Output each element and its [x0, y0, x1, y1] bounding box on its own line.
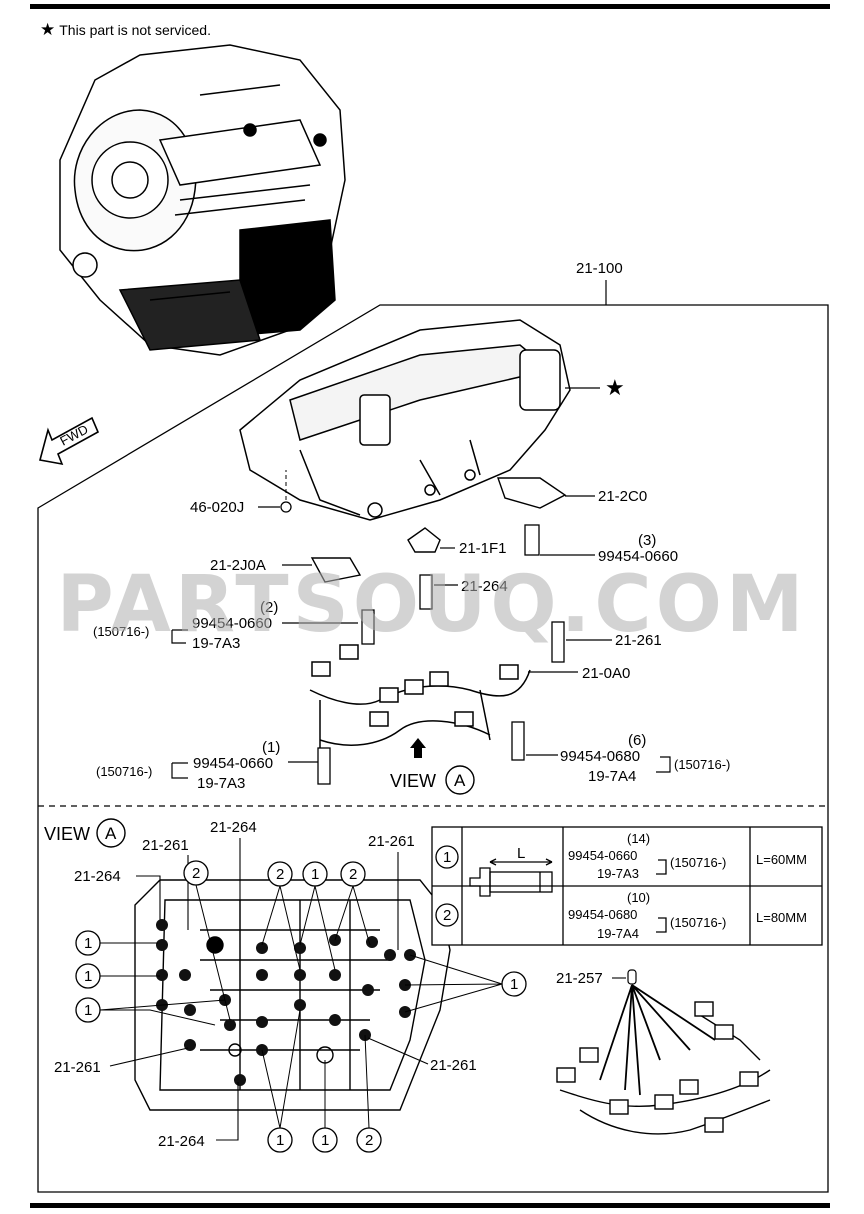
- circle-2-c: 2: [349, 866, 357, 883]
- leader-lines: [99, 884, 503, 1129]
- control-valve-body: [239, 319, 571, 521]
- callout-21-261: 21-261: [615, 632, 662, 649]
- circle-1-f: 1: [276, 1132, 284, 1149]
- ref-19-7a3-a: 19-7A3: [192, 635, 240, 652]
- view-a-21-257: 21-257: [556, 970, 603, 987]
- ref-19-7a4-a: 19-7A4: [588, 768, 636, 785]
- circle-1-d: 1: [311, 866, 319, 883]
- view-a-21-261-c: 21-261: [54, 1059, 101, 1076]
- callout-21-264: 21-264: [461, 578, 508, 595]
- circle-1-g: 1: [321, 1132, 329, 1149]
- circled-1-markers: [75, 861, 527, 1153]
- length-symbol: L: [517, 845, 525, 862]
- star-marker: ★: [605, 375, 625, 400]
- table-length-2: L=80MM: [756, 910, 807, 925]
- callout-21-2c0: 21-2C0: [598, 488, 647, 505]
- table-ref-2: 19-7A4: [597, 926, 639, 941]
- valve-body-bottom: [134, 879, 451, 1111]
- view-a-letter: A: [454, 771, 466, 790]
- circle-2-d: 2: [365, 1132, 373, 1149]
- circle-1-a: 1: [84, 935, 92, 952]
- view-a-label: VIEW: [390, 771, 436, 791]
- date-1: (150716-): [96, 764, 152, 779]
- table-key-2: 2: [443, 907, 451, 924]
- view-a-title-letter: A: [105, 824, 117, 843]
- ref-19-7a3-b: 19-7A3: [197, 775, 245, 792]
- table-ref-1: 19-7A3: [597, 866, 639, 881]
- view-a-21-264-c: 21-264: [158, 1133, 205, 1150]
- table-date-2: (150716-): [670, 915, 726, 930]
- circle-2-b: 2: [276, 866, 284, 883]
- circle-1-b: 1: [84, 968, 92, 985]
- callout-21-100: 21-100: [576, 260, 623, 277]
- fwd-arrow: FWD: [39, 416, 100, 466]
- table-key-1: 1: [443, 849, 451, 866]
- date-6: (150716-): [674, 757, 730, 772]
- wiring-harness: [309, 644, 531, 760]
- not-serviced-note: ★This part is not serviced.: [40, 20, 211, 40]
- callout-46-020j: 46-020J: [190, 499, 244, 516]
- star-icon: ★: [40, 20, 56, 39]
- table-qty-2: (10): [627, 890, 650, 905]
- view-a-21-261-b: 21-261: [368, 833, 415, 850]
- view-arrow: [410, 738, 426, 758]
- note-text: This part is not serviced.: [59, 22, 211, 38]
- view-a-21-261-a: 21-261: [142, 837, 189, 854]
- qty-6: (6): [628, 732, 646, 749]
- callout-99454-0680-a: 99454-0680: [560, 748, 640, 765]
- circled-2-markers: [183, 860, 382, 1153]
- qty-2: (2): [260, 599, 278, 616]
- qty-1: (1): [262, 739, 280, 756]
- assembly-frame: [37, 304, 829, 1193]
- bolt-spec-table: [431, 826, 823, 946]
- callout-99454-0660-a: 99454-0660: [598, 548, 678, 565]
- qty-3: (3): [638, 532, 656, 549]
- transmission-illustration: [59, 44, 346, 356]
- view-a-21-261-d: 21-261: [430, 1057, 477, 1074]
- date-2: (150716-): [93, 624, 149, 639]
- callout-21-1f1: 21-1F1: [459, 540, 507, 557]
- top-rule: [30, 4, 830, 9]
- table-part-1: 99454-0660: [568, 848, 637, 863]
- table-part-2: 99454-0680: [568, 907, 637, 922]
- callout-99454-0660-b: 99454-0660: [192, 615, 272, 632]
- callout-99454-0660-c: 99454-0660: [193, 755, 273, 772]
- table-date-1: (150716-): [670, 855, 726, 870]
- view-a-21-264-a: 21-264: [210, 819, 257, 836]
- callout-21-0a0: 21-0A0: [582, 665, 630, 682]
- circle-2-a: 2: [192, 865, 200, 882]
- view-a-title: VIEW: [44, 824, 90, 844]
- harness-21-257: [556, 984, 771, 1135]
- table-qty-1: (14): [627, 831, 650, 846]
- view-a-21-264-b: 21-264: [74, 868, 121, 885]
- bottom-rule: [30, 1203, 830, 1208]
- callout-21-2j0a: 21-2J0A: [210, 557, 266, 574]
- table-length-1: L=60MM: [756, 852, 807, 867]
- circle-1-e: 1: [510, 976, 518, 993]
- circle-1-c: 1: [84, 1002, 92, 1019]
